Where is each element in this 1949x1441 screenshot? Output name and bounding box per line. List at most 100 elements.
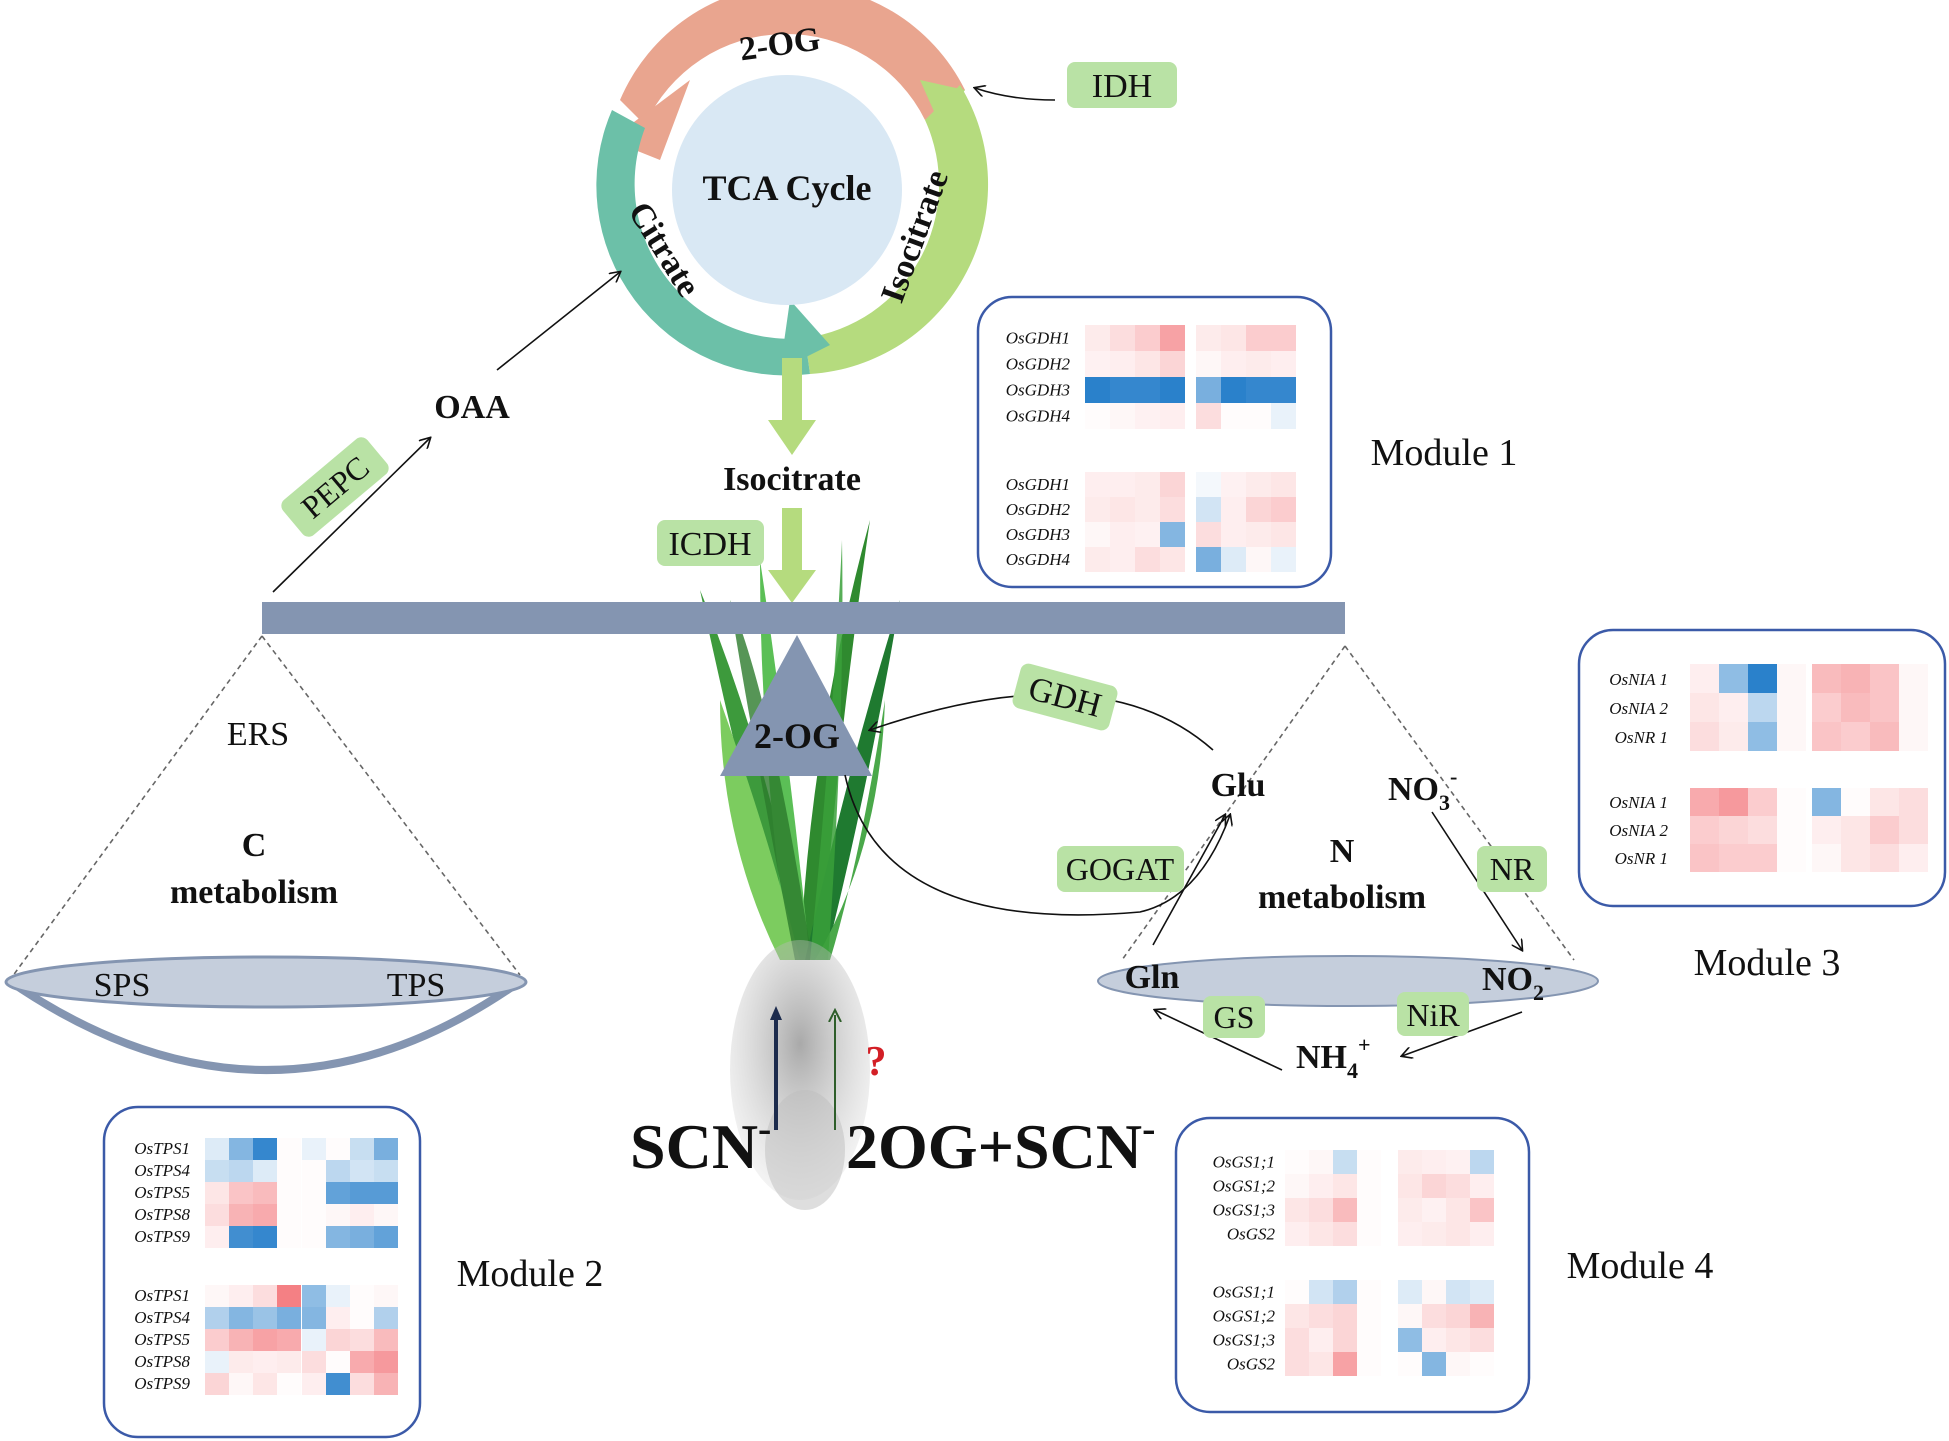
heatmap-cell — [253, 1226, 277, 1248]
gene-label: OsGS1;2 — [1213, 1176, 1276, 1195]
heatmap-cell — [1719, 722, 1748, 751]
gene-label: OsGS1;3 — [1213, 1330, 1275, 1349]
no3-label: NO3- — [1388, 764, 1457, 815]
heatmap-cell — [1812, 722, 1841, 751]
heatmap-cell — [374, 1204, 398, 1226]
gene-label: OsNIA 1 — [1609, 793, 1668, 812]
heatmap-cell — [1690, 664, 1719, 693]
heatmap-cell — [1085, 522, 1110, 547]
heatmap-cell — [1246, 522, 1271, 547]
nir-label: NiR — [1406, 997, 1460, 1033]
heatmap-cell — [302, 1160, 326, 1182]
gene-label: OsGDH4 — [1006, 407, 1071, 426]
heatmap-cell — [205, 1204, 229, 1226]
heatmap-cell — [1271, 377, 1296, 403]
heatmap-cell — [1333, 1150, 1357, 1174]
heatmap-cell — [1719, 788, 1748, 816]
heatmap-cell — [1470, 1304, 1494, 1328]
heatmap-cell — [1246, 472, 1271, 497]
heatmap-cell — [1777, 816, 1806, 844]
heatmap-cell — [277, 1204, 301, 1226]
2og-to-glu-arrow — [844, 774, 1230, 916]
heatmap-cell — [1221, 547, 1246, 572]
heatmap-cell — [1812, 664, 1841, 693]
heatmap-cell — [1271, 325, 1296, 351]
heatmap-cell — [1841, 788, 1870, 816]
fulcrum-triangle — [720, 635, 872, 776]
heatmap-cell — [205, 1160, 229, 1182]
heatmap-cell — [277, 1160, 301, 1182]
module-3-box — [1577, 628, 1947, 908]
ers-label: ERS — [227, 716, 289, 753]
heatmap-cell — [1285, 1328, 1309, 1352]
heatmap-cell — [1285, 1352, 1309, 1376]
heatmap-cell — [1470, 1352, 1494, 1376]
heatmap-cell — [277, 1351, 301, 1373]
heatmap-cell — [1812, 788, 1841, 816]
heatmap-cell — [1221, 351, 1246, 377]
heatmap-cell — [1422, 1328, 1446, 1352]
heatmap-cell — [253, 1182, 277, 1204]
carbon-string-left — [11, 635, 263, 978]
idh-label: IDH — [1092, 68, 1152, 105]
heatmap-cell — [1221, 377, 1246, 403]
heatmap-cell — [1333, 1304, 1357, 1328]
heatmap-cell — [350, 1226, 374, 1248]
heatmap-cell — [1309, 1174, 1333, 1198]
heatmap-cell — [229, 1351, 253, 1373]
heatmap-cell — [374, 1373, 398, 1395]
nitrogen-pan: N metabolism Glu Gln NO3- NO2- NH4+ GDH … — [844, 645, 1599, 1083]
gene-label: OsNIA 2 — [1609, 699, 1668, 718]
heatmap-cell — [1398, 1352, 1422, 1376]
heatmap-cell — [1221, 325, 1246, 351]
nitrogen-string-left — [1121, 645, 1346, 961]
heatmap-cell — [1110, 377, 1135, 403]
heatmap-cell — [229, 1285, 253, 1307]
heatmap-cell — [1085, 325, 1110, 351]
heatmap-cell — [326, 1285, 350, 1307]
heatmap-cell — [229, 1204, 253, 1226]
nh4-base: NH — [1296, 1039, 1347, 1076]
heatmap-cell — [350, 1329, 374, 1351]
og-scn-treatment-label: 2OG+SCN- — [846, 1106, 1155, 1182]
heatmap-cell — [326, 1226, 350, 1248]
n-metabolism-title-2: metabolism — [1258, 879, 1426, 916]
heatmap-cell — [1398, 1198, 1422, 1222]
heatmap-cell — [1357, 1174, 1381, 1198]
heatmap-cell — [1196, 377, 1221, 403]
nir-badge-box — [1397, 992, 1469, 1036]
heatmap-cell — [1748, 664, 1777, 693]
heatmap-cell — [1357, 1280, 1381, 1304]
heatmap-cell — [1357, 1328, 1381, 1352]
heatmap-cell — [1748, 722, 1777, 751]
nr-badge: NR — [1477, 846, 1547, 892]
pepc-badge-box — [281, 437, 389, 537]
heatmap-cell — [1196, 547, 1221, 572]
heatmap-cell — [1160, 403, 1185, 429]
gene-label: OsTPS1 — [134, 1139, 190, 1158]
nr-badge-box — [1477, 846, 1547, 892]
heatmap-cell — [326, 1160, 350, 1182]
heatmap-cell — [1085, 403, 1110, 429]
heatmap-cell — [1870, 693, 1899, 722]
heatmap-cell — [229, 1182, 253, 1204]
heatmap-cell — [1246, 497, 1271, 522]
nh4-subscript: 4 — [1347, 1058, 1358, 1083]
heatmap-cell — [1446, 1352, 1470, 1376]
heatmap-cell — [1719, 844, 1748, 872]
heatmap-cell — [1899, 844, 1928, 872]
heatmap-cell — [1719, 664, 1748, 693]
nitrogen-string-right — [1344, 645, 1575, 961]
heatmap-cell — [302, 1373, 326, 1395]
heatmap-cell — [302, 1138, 326, 1160]
heatmap-cell — [1812, 693, 1841, 722]
heatmap-cell — [277, 1226, 301, 1248]
heatmap-cell — [277, 1373, 301, 1395]
heatmap-cell — [1160, 351, 1185, 377]
heatmap-cell — [253, 1307, 277, 1329]
no3-base: NO — [1388, 771, 1439, 808]
heatmap-cell — [1110, 403, 1135, 429]
module-1-label: Module 1 — [1371, 432, 1518, 474]
heatmap-cell — [1870, 722, 1899, 751]
heatmap-cell — [1422, 1150, 1446, 1174]
